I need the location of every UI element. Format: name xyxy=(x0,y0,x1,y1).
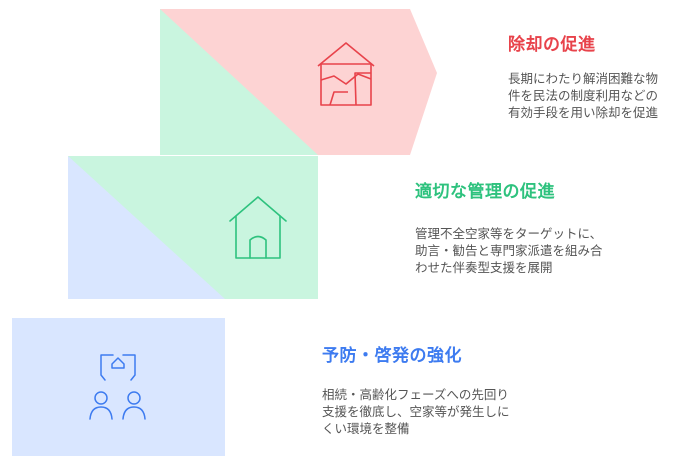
step-bottom-face xyxy=(12,318,225,456)
step-1-desc-line: 長期にわたり解消困難な物 xyxy=(508,71,659,86)
people-house-icon xyxy=(89,354,146,420)
step-3-desc-line: 支援を徹底し、空家等が発生しに xyxy=(322,404,510,419)
step-1-desc-line: 件を民法の制度利用などの xyxy=(508,88,659,103)
step-top-shadow xyxy=(160,9,318,155)
step-2-desc-line: 管理不全空家等をターゲットに、 xyxy=(415,226,603,241)
step-1-title: 除却の促進 xyxy=(508,35,596,55)
step-2-title: 適切な管理の促進 xyxy=(415,182,555,202)
damaged-house-icon xyxy=(317,42,375,106)
step-middle xyxy=(68,156,318,299)
step-3-description: 相続・高齢化フェーズへの先回り 支援を徹底し、空家等が発生しに くい環境を整備 xyxy=(322,386,510,437)
step-top xyxy=(160,9,437,155)
step-middle-shadow xyxy=(68,156,225,299)
step-3-desc-line: くい環境を整備 xyxy=(322,421,410,436)
step-3-title: 予防・啓発の強化 xyxy=(322,346,462,366)
step-2-desc-line: 助言・勧告と専門家派遣を組み合 xyxy=(415,243,603,258)
step-1-desc-line: 有効手段を用い除却を促進 xyxy=(508,105,659,120)
step-3-desc-line: 相続・高齢化フェーズへの先回り xyxy=(322,387,509,402)
step-2-description: 管理不全空家等をターゲットに、 助言・勧告と専門家派遣を組み合 わせた伴奏型支援… xyxy=(415,225,603,276)
house-icon xyxy=(229,196,287,259)
step-1-description: 長期にわたり解消困難な物 件を民法の制度利用などの 有効手段を用い除却を促進 xyxy=(508,70,658,121)
step-2-desc-line: わせた伴奏型支援を展開 xyxy=(415,260,553,275)
step-bottom xyxy=(12,318,225,456)
